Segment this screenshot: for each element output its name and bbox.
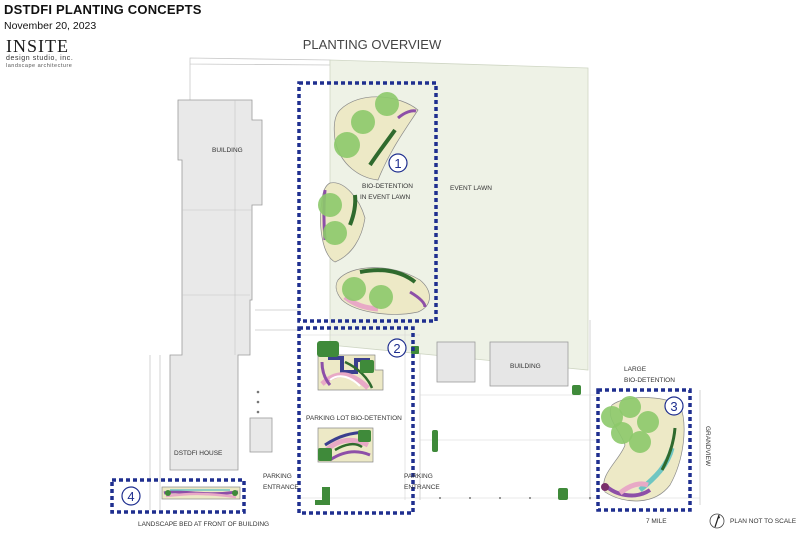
parking-island-ne bbox=[572, 385, 581, 395]
parking-entrance-right-line1: PARKING bbox=[404, 473, 433, 480]
building-left-label: BUILDING bbox=[212, 147, 243, 154]
zone-2-outline bbox=[297, 326, 415, 515]
zone-1-outline bbox=[297, 81, 438, 323]
bio-detention-lawn-north bbox=[333, 92, 419, 181]
large-bio-detention bbox=[601, 396, 685, 502]
logo-subtagline: landscape architecture bbox=[6, 63, 73, 69]
document-date: November 20, 2023 bbox=[4, 20, 97, 32]
zone-3-outline bbox=[596, 388, 692, 512]
parking-entrance-left-line1: PARKING bbox=[263, 473, 292, 480]
zone-markers: 1 2 3 4 bbox=[121, 153, 684, 506]
landscape-bed-label: LANDSCAPE BED AT FRONT OF BUILDING bbox=[138, 521, 269, 528]
zone-4-number: 4 bbox=[127, 489, 134, 504]
building-left bbox=[169, 99, 263, 471]
parking-bio-label: PARKING LOT BIO-DETENTION bbox=[306, 415, 402, 422]
bio-detention-lawn-south bbox=[335, 267, 430, 315]
landscape-bed bbox=[161, 486, 241, 500]
street-7-mile-label: 7 MILE bbox=[646, 518, 667, 525]
parking-island-east bbox=[558, 488, 568, 500]
event-lawn-label: EVENT LAWN bbox=[450, 185, 492, 192]
plan-title: PLANTING OVERVIEW bbox=[303, 37, 442, 52]
parking-island-west bbox=[315, 487, 330, 505]
parking-bio-south bbox=[317, 427, 374, 463]
building-left-details bbox=[182, 100, 252, 355]
dstdfi-house-label: DSTDFI HOUSE bbox=[174, 450, 223, 457]
parking-island-center bbox=[432, 430, 438, 452]
zone-3-number: 3 bbox=[670, 399, 677, 414]
north-arrow-icon bbox=[709, 513, 725, 529]
parking-bio-north bbox=[317, 341, 384, 391]
document-title: DSTDFI PLANTING CONCEPTS bbox=[4, 2, 202, 17]
building-center-label: BUILDING bbox=[510, 363, 541, 370]
bio-detention-lawn-label-line2: IN EVENT LAWN bbox=[360, 194, 411, 201]
street-grandview-label: GRANDVIEW bbox=[704, 426, 711, 467]
parking-entrance-left-line2: ENTRANCE bbox=[263, 484, 299, 491]
zone-1-number: 1 bbox=[394, 156, 401, 171]
building-left-annex bbox=[249, 417, 273, 453]
building-center-west bbox=[436, 341, 476, 383]
parking-curbs bbox=[256, 390, 591, 499]
logo-tagline: design studio, inc. bbox=[6, 55, 74, 62]
insite-logo: INSITE design studio, inc. landscape arc… bbox=[6, 37, 76, 70]
building-center-east bbox=[489, 341, 569, 387]
zone-4-outline bbox=[110, 478, 246, 514]
large-bio-label-line1: LARGE bbox=[624, 366, 647, 373]
zone-2-number: 2 bbox=[393, 341, 400, 356]
logo-wordmark: INSITE bbox=[6, 36, 69, 56]
bio-detention-lawn-middle bbox=[318, 182, 366, 263]
scale-note: PLAN NOT TO SCALE bbox=[730, 518, 797, 525]
large-bio-label-line2: BIO-DETENTION bbox=[624, 377, 675, 384]
bio-detention-lawn-label-line1: BIO-DETENTION bbox=[362, 183, 413, 190]
zone-outlines bbox=[110, 81, 692, 515]
parking-entrance-right-line2: ENTRANCE bbox=[404, 484, 440, 491]
